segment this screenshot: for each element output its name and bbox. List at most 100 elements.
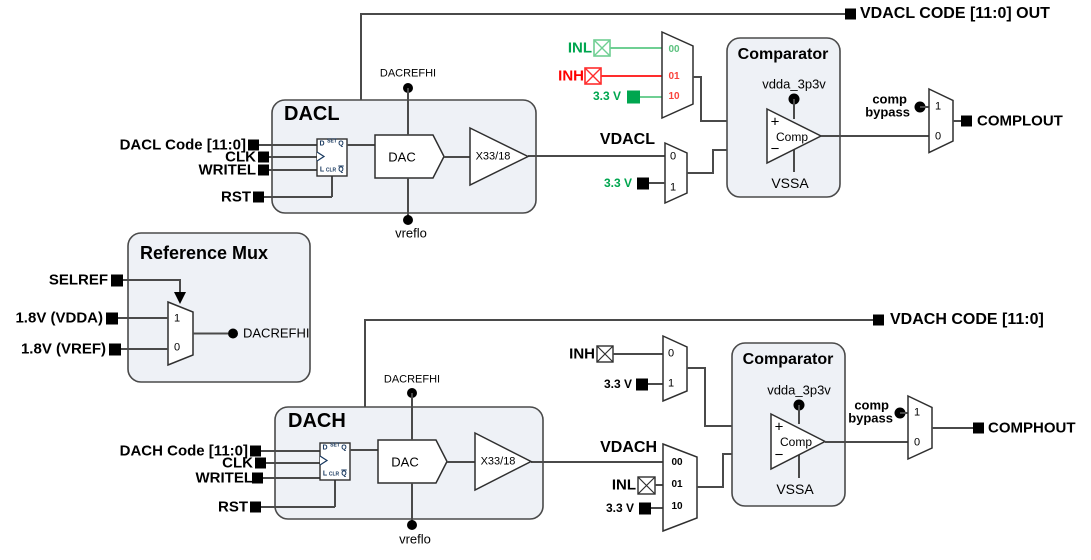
vdacl-v33-terminal — [637, 177, 649, 190]
vdach-mux-00-label: 00 — [671, 457, 683, 468]
v33-terminal-inh-mux — [636, 378, 648, 391]
v33-label-vdaclmux: 3.3 V — [603, 176, 632, 190]
dacl-rst-terminal — [253, 191, 264, 203]
v33-terminal-vdach-mux — [639, 502, 651, 515]
dach-code-out-terminal — [873, 314, 884, 326]
refmux-1-label: 1 — [173, 312, 181, 325]
vdach-mux-input-wires — [651, 484, 663, 509]
vdach-mux-01-label: 01 — [671, 479, 683, 490]
dacl-writel-terminal — [258, 164, 269, 176]
dach-title: DACH — [288, 410, 346, 432]
ff-clr-pin: CLR — [325, 167, 337, 174]
v33-label-vdachmux: 3.3 V — [605, 501, 634, 515]
dacl-code-out-terminal — [845, 8, 856, 20]
comp-bypass-label2-bottom: bypass — [848, 410, 893, 426]
dacl-vreflo-dot — [403, 215, 413, 225]
ff-d-pin-bottom: D — [322, 444, 328, 452]
inh-mux-input-wires — [613, 353, 663, 385]
dacrefhi-out-dot — [228, 328, 238, 339]
reference-mux-title: Reference Mux — [140, 243, 269, 263]
dach-clk-label: CLK — [222, 454, 253, 472]
dacl-dac-shape — [374, 134, 445, 179]
inl-label: INL — [567, 39, 592, 57]
comp-minus-top: − — [770, 140, 780, 158]
ff-set-pin-bottom: SET — [330, 442, 340, 449]
vdach-label: VDACH — [600, 439, 657, 456]
dach-dacrefhi-label: DACREFHI — [383, 373, 441, 386]
comp-core-label-top: Comp — [775, 130, 809, 144]
complout-terminal — [961, 115, 972, 127]
comp-plus-top: + — [770, 113, 780, 131]
dach-code-terminal — [250, 445, 261, 457]
dacrefhi-out-label: DACREFHI — [243, 325, 310, 341]
comphout-mux-0-label: 0 — [913, 436, 921, 449]
dacl-gain-amp — [469, 126, 530, 187]
dacl-code-out-label: VDACL CODE [11:0] OUT — [860, 5, 1050, 22]
dach-rst-label: RST — [218, 498, 248, 516]
complout-mux-0-label: 0 — [934, 130, 942, 143]
vdach-select-mux — [662, 442, 698, 533]
inh-mux-1-label: 1 — [667, 377, 675, 390]
comp-triangle-bottom — [770, 412, 827, 471]
comp-vss-label-bottom: VSSA — [776, 481, 814, 497]
vdda-label: 1.8V (VDDA) — [15, 309, 103, 327]
dacl-code-terminal — [248, 139, 259, 151]
vdach-mux-10-label: 10 — [671, 501, 683, 512]
dach-writel-terminal — [252, 472, 263, 484]
inh-xbox-cross-bottom — [596, 345, 614, 363]
v33-green-terminal — [627, 90, 640, 104]
dacl-flipflop-clock-wedge — [316, 151, 326, 162]
comp-bypass-label2-top: bypass — [865, 104, 910, 120]
ff-q-pin-bottom: Q — [341, 444, 347, 452]
comp-minus-bottom: − — [774, 446, 784, 464]
dach-clk-terminal — [255, 457, 266, 469]
ff-qbar-pin: Q — [338, 166, 344, 174]
comp-plus-bottom: + — [774, 418, 784, 436]
inh-mux-0-label: 0 — [667, 347, 675, 360]
ff-q-pin: Q — [338, 140, 344, 148]
dacl-writel-label: WRITEL — [198, 161, 257, 179]
dach-vreflo-dot — [407, 520, 417, 530]
v33-label-selmux: 3.3 V — [592, 89, 621, 103]
dacl-dac-label: DAC — [388, 149, 416, 165]
dach-dac-shape — [377, 439, 448, 484]
dach-gain-amp — [474, 431, 533, 492]
comphout-mux — [907, 394, 933, 461]
comphout-terminal — [973, 422, 984, 434]
inl-xbox-cross-bottom — [637, 476, 656, 495]
dach-flipflop-clock-wedge — [319, 455, 329, 466]
dach-vreflo-label: vreflo — [399, 531, 431, 547]
ff-d-pin: D — [319, 140, 325, 148]
comp-vdd-label-top: vdda_3p3v — [762, 76, 826, 92]
selref-wire — [123, 279, 181, 292]
dacl-title: DACL — [284, 103, 340, 125]
comphout-label: COMPHOUT — [988, 419, 1076, 437]
inh-xbox-cross — [584, 67, 602, 85]
ff-l-pin: L — [319, 166, 325, 174]
selref-arrowhead-icon — [174, 292, 186, 304]
selref-label: SELREF — [48, 271, 108, 289]
dach-writel-label: WRITEL — [195, 469, 254, 487]
dacl-code-label: DACL Code [11:0] — [119, 136, 246, 154]
comp-vdd-label-bottom: vdda_3p3v — [767, 382, 831, 398]
vdacl-mux-1-label: 1 — [669, 181, 677, 194]
vdacl-mux-0-label: 0 — [669, 150, 677, 163]
dacl-gain-label: X33/18 — [475, 150, 511, 163]
vref-label: 1.8V (VREF) — [20, 340, 106, 358]
comp-vss-label-top: VSSA — [771, 175, 809, 191]
comp-bypass-label1-top: comp — [872, 91, 907, 107]
inl-label-bottom: INL — [611, 476, 636, 494]
inh-select-mux — [662, 334, 688, 403]
v33-label-inhmux: 3.3 V — [603, 377, 632, 391]
dacl-vreflo-label: vreflo — [395, 225, 427, 241]
dacl-rst-label: RST — [221, 188, 251, 206]
dach-code-label: DACH Code [11:0] — [119, 442, 248, 460]
inh-label: INH — [558, 67, 584, 85]
comphout-mux-1-label: 1 — [913, 406, 921, 419]
comp-core-label-bottom: Comp — [779, 435, 813, 449]
complout-mux-1-label: 1 — [934, 100, 942, 113]
dach-input-wires — [261, 450, 336, 508]
ff-set-pin: SET — [327, 138, 337, 145]
dacl-dacrefhi-label: DACREFHI — [379, 67, 437, 80]
selmux-00-label: 00 — [668, 44, 680, 55]
